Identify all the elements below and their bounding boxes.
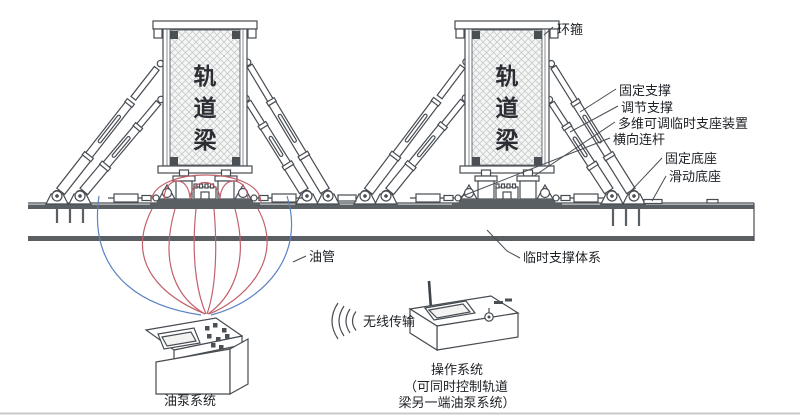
operator-console (408, 280, 520, 352)
beam-char: 轨 (496, 63, 519, 89)
label-wireless-transmission: 无线传输 (363, 314, 415, 329)
label-fixed-support: 固定支撑 (619, 83, 671, 98)
strut-right-beam-outer-left (356, 55, 474, 204)
lateral-link-rods (108, 193, 604, 203)
label-os-note-1: （可同时控制轨道 (404, 379, 508, 394)
wireless-waves-icon (331, 302, 357, 340)
leader-lines (292, 26, 667, 263)
beam-char: 道 (194, 95, 217, 121)
temporary-support-platform (28, 198, 755, 241)
beam-char: 梁 (193, 128, 217, 153)
support-struts (45, 55, 663, 205)
label-sliding-base: 滑动底座 (669, 169, 721, 184)
label-oil-pump-system: 油泵系统 (164, 393, 216, 408)
pump-buttons (205, 323, 230, 350)
label-temporary-support-system: 临时支撑体系 (523, 250, 601, 265)
label-multi-dim-device: 多维可调临时支座装置 (618, 116, 748, 131)
toggle-switch (505, 298, 512, 302)
track-beam-right: 轨 道 梁 (454, 20, 560, 174)
antenna (427, 280, 433, 310)
bearing-device-right (452, 169, 562, 206)
track-beam-left: 轨 道 梁 (152, 20, 258, 174)
label-adjustable-support: 调节支撑 (621, 100, 673, 115)
label-lateral-link: 横向连杆 (613, 132, 665, 147)
label-ring-hoop: 环箍 (557, 22, 583, 37)
callout-labels: 环箍 固定支撑 调节支撑 多维可调临时支座装置 横向连杆 固定底座 滑动底座 临… (164, 22, 748, 410)
oil-pipe-blue-right (210, 195, 293, 316)
strut-left-beam-outer-left (48, 57, 168, 204)
label-fixed-base: 固定底座 (665, 151, 717, 166)
label-os-note-2: 梁另一端油泵系统） (398, 395, 515, 410)
label-operating-system: 操作系统 (431, 362, 483, 377)
oil-pipe-blue-left (96, 195, 202, 316)
oil-pipes (96, 174, 293, 316)
beam-char: 道 (496, 95, 519, 121)
toggle-switch (494, 301, 503, 304)
operator-screen (423, 300, 477, 321)
deck-pins-right (611, 209, 641, 226)
oil-pump-console (144, 317, 249, 396)
beam-char: 梁 (495, 128, 519, 153)
pump-screen (157, 327, 201, 350)
beam-char: 轨 (194, 63, 217, 89)
label-oil-pipe: 油管 (309, 249, 335, 264)
strut-left-beam-outer-right (240, 56, 336, 204)
deck-pins-left (55, 209, 85, 223)
